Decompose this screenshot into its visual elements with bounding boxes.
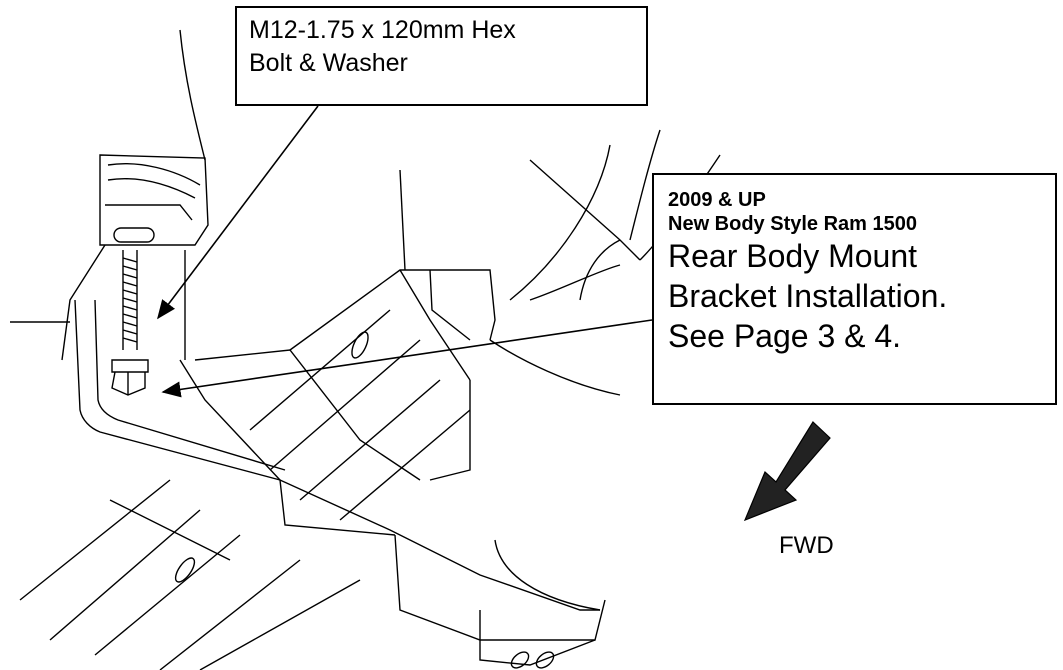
bolt-callout-box: M12-1.75 x 120mm Hex Bolt & Washer [235,6,648,106]
leader-arrows [157,105,653,398]
hex-bolt [111,250,149,396]
cross-member [174,129,721,583]
body-style-label: New Body Style Ram 1500 [668,213,917,235]
mount-bracket [74,299,606,669]
installation-line-3: See Page 3 & 4. [668,318,902,354]
bolt-callout-line-2: Bolt & Washer [249,49,408,77]
installation-line-2: Bracket Installation. [668,278,948,314]
installation-callout-box: 2009 & UP New Body Style Ram 1500 Rear B… [652,173,1057,405]
frame-lines [19,309,471,670]
model-year-label: 2009 & UP [668,189,766,211]
bolt-callout-line-1: M12-1.75 x 120mm Hex [249,16,516,44]
installation-line-1: Rear Body Mount [668,238,918,274]
forward-arrow-icon [743,421,831,522]
frame-rail-left [10,29,209,361]
forward-direction-label: FWD [779,532,834,559]
